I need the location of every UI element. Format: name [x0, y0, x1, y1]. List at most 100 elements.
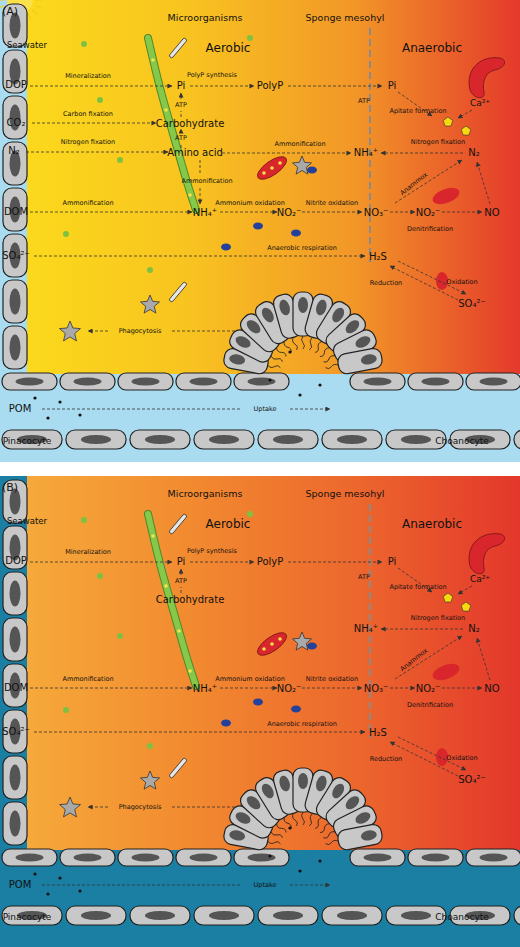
- pinacocyte-cell: [60, 373, 115, 390]
- process-label: Oxidation: [446, 755, 477, 762]
- process-label: PolyP synthesis: [187, 72, 237, 79]
- flow-arrow: [220, 212, 277, 213]
- chemical-label: SO₄²⁻: [458, 299, 486, 309]
- choanocyte-cell: [324, 823, 384, 853]
- red-bacterium: [469, 58, 505, 98]
- coccus: [97, 573, 103, 579]
- granule: [278, 637, 282, 641]
- red-bacterium: [254, 153, 290, 184]
- chemical-label: Ca²⁺: [470, 99, 490, 108]
- pinacocyte-cell: [322, 906, 382, 925]
- flagellum: [270, 831, 283, 840]
- chemical-label: NO₂⁻: [277, 684, 302, 694]
- chemical-label: Pi: [388, 81, 397, 91]
- particle: [46, 416, 49, 419]
- chemical-label: Pinacocyte: [3, 437, 52, 446]
- flow-arrow: [398, 261, 466, 294]
- flow-arrow: [477, 162, 490, 204]
- pinacocyte-cell: [66, 906, 126, 925]
- chemical-label: PolyP: [257, 557, 284, 567]
- chemical-label: CO₂: [7, 118, 26, 128]
- process-label: Reduction: [370, 756, 403, 763]
- cell-nucleus: [422, 378, 450, 386]
- pinacocyte-cell: [350, 373, 405, 390]
- apatite-crystal: [461, 602, 471, 611]
- coccus: [117, 633, 123, 639]
- cell-nucleus: [16, 378, 44, 386]
- flow-arrow: [30, 562, 172, 563]
- granule: [270, 642, 274, 646]
- chemical-label: Seawater: [7, 41, 47, 50]
- granule: [188, 193, 192, 197]
- process-label: PolyP synthesis: [187, 548, 237, 555]
- chemical-label: NO₃⁻: [364, 684, 389, 694]
- process-label: Carbon fixation: [63, 111, 113, 118]
- cell-nucleus: [145, 911, 175, 920]
- granule: [262, 647, 266, 651]
- flagellum: [267, 364, 280, 369]
- flagellum: [314, 341, 323, 354]
- chemical-label: Pi: [388, 557, 397, 567]
- red-bacterium: [469, 534, 505, 574]
- process-label: Uptake: [254, 406, 277, 413]
- coccus: [247, 35, 253, 41]
- chemical-label: H₂S: [369, 252, 387, 262]
- chemical-label: Choanocyte: [435, 913, 489, 922]
- granule: [151, 58, 155, 62]
- chemical-label: NH₄⁺: [354, 148, 378, 158]
- flagellum: [308, 337, 314, 350]
- cell-nucleus: [190, 378, 218, 386]
- pinacocyte-cell: [3, 526, 27, 569]
- flow-arrow: [190, 86, 254, 87]
- process-label: Oxidation: [446, 279, 477, 286]
- red-bacterium: [436, 748, 448, 766]
- rod-bacterium: [169, 758, 187, 779]
- pinacocyte-cell: [3, 50, 27, 93]
- flow-arrow: [398, 737, 466, 770]
- flagellum: [325, 840, 338, 845]
- chemical-label: N₂: [8, 146, 20, 156]
- chemical-label: SO₄²⁻: [2, 727, 30, 737]
- cell-nucleus: [273, 435, 303, 444]
- cell-nucleus: [298, 773, 308, 789]
- chemical-label: Amino acid: [167, 148, 223, 158]
- flow-arrow: [88, 331, 108, 332]
- chemical-label: DOP: [5, 80, 27, 90]
- chemical-label: POM: [9, 880, 32, 890]
- sun-ray: [0, 0, 4, 1]
- zone-label: Aerobic: [206, 42, 251, 54]
- pinacocyte-cell: [350, 849, 405, 866]
- flow-arrow: [395, 160, 462, 203]
- flow-arrow: [172, 331, 235, 332]
- cell-nucleus: [360, 829, 378, 842]
- flow-arrow: [30, 688, 192, 689]
- flagellum: [275, 823, 287, 834]
- zone-label: Aerobic: [206, 518, 251, 530]
- process-label: Ammonification: [181, 178, 232, 185]
- chemical-label: NO₂⁻: [416, 208, 441, 218]
- chemical-label: Choanocyte: [435, 437, 489, 446]
- panel-illustration: [0, 0, 520, 462]
- cell-nucleus: [480, 378, 508, 386]
- pinacocyte-cell: [118, 373, 173, 390]
- cell-nucleus: [74, 378, 102, 386]
- process-label: Apitate formation: [389, 584, 446, 591]
- granule: [151, 534, 155, 538]
- cell-nucleus: [422, 854, 450, 862]
- process-label: ATP: [358, 574, 370, 581]
- coccus: [117, 157, 123, 163]
- chemical-label: DOM: [4, 683, 28, 693]
- apatite-crystal: [443, 117, 453, 126]
- flagellum: [292, 813, 298, 826]
- cell-nucleus: [209, 911, 239, 920]
- chemical-label: DOP: [5, 556, 27, 566]
- particle: [78, 413, 81, 416]
- flow-arrow: [442, 688, 482, 689]
- flagellum: [283, 341, 292, 354]
- blue-bacterium: [221, 720, 231, 727]
- cell-nucleus: [248, 378, 276, 386]
- flow-arrow: [390, 688, 415, 689]
- flow-arrow: [42, 409, 240, 410]
- pinacocyte-cell: [194, 430, 254, 449]
